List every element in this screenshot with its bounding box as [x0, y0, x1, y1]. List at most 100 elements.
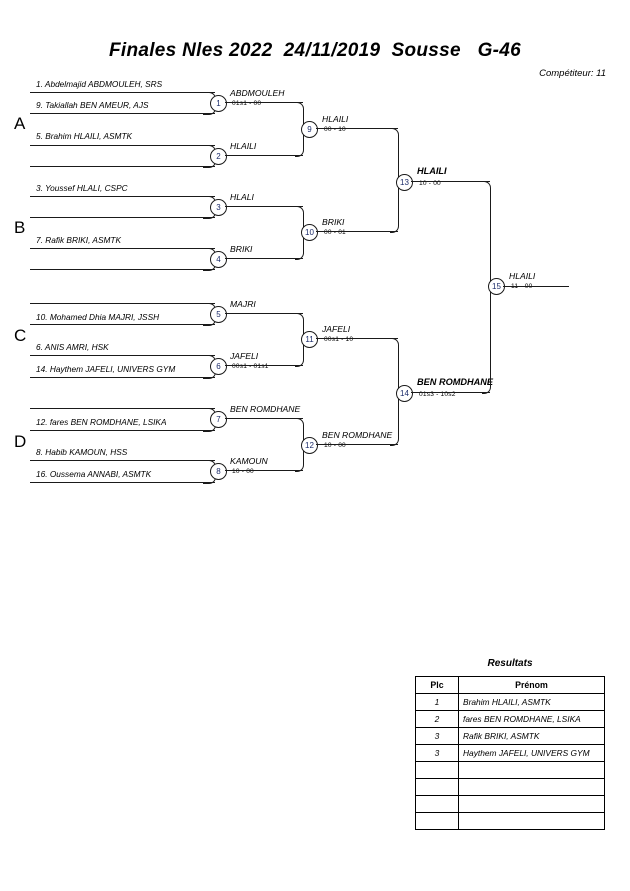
- entry-line: [30, 377, 215, 378]
- result-place: [415, 795, 459, 813]
- result-name: [458, 778, 605, 796]
- entry-line: [30, 269, 215, 270]
- match-node-12[interactable]: 12: [301, 437, 318, 454]
- match-winner: BEN ROMDHANE: [230, 404, 301, 414]
- bracket-line: [316, 444, 398, 445]
- entry-line: [30, 460, 215, 461]
- match-score: 10 - 00: [324, 442, 346, 449]
- entry-label: 8. Habib KAMOUN, HSS: [36, 447, 128, 457]
- match-node-10[interactable]: 10: [301, 224, 318, 241]
- match-score: 00s1 - 01s1: [232, 363, 269, 370]
- bracket-line: [225, 313, 303, 314]
- match-node-1[interactable]: 1: [210, 95, 227, 112]
- match-winner: HLAILI: [322, 114, 349, 124]
- match-node-14[interactable]: 14: [396, 385, 413, 402]
- bracket-line: [411, 181, 490, 182]
- results-table: Plc Prénom 1 Brahim HLAILI, ASMTK 2 fare…: [415, 676, 605, 830]
- entry-label: 12. fares BEN ROMDHANE, LSIKA: [36, 417, 167, 427]
- table-row: 3 Haythem JAFELI, UNIVERS GYM: [415, 744, 605, 762]
- entry-line: [30, 408, 215, 409]
- group-letter-c: C: [14, 326, 27, 345]
- match-score: 00s1 - 10: [324, 336, 354, 343]
- table-row: [415, 795, 605, 813]
- entry-line: [30, 166, 215, 167]
- table-row: [415, 778, 605, 796]
- match-node-3[interactable]: 3: [210, 199, 227, 216]
- result-place: 3: [415, 744, 459, 762]
- bracket-line: [225, 258, 303, 259]
- result-name: fares BEN ROMDHANE, LSIKA: [458, 710, 605, 728]
- entry-label: 10. Mohamed Dhia MAJRI, JSSH: [36, 312, 160, 322]
- bracket-line: [316, 128, 398, 129]
- result-place: 1: [415, 693, 459, 711]
- table-row: 1 Brahim HLAILI, ASMTK: [415, 693, 605, 711]
- match-winner: BEN ROMDHANE: [417, 377, 494, 387]
- match-winner: ABDMOULEH: [230, 88, 285, 98]
- bracket-line: [411, 392, 490, 393]
- match-winner: BRIKI: [322, 217, 345, 227]
- match-score: 11 - 00: [511, 283, 533, 290]
- entry-line: [30, 355, 215, 356]
- results-header-row: Plc Prénom: [415, 676, 605, 694]
- match-node-9[interactable]: 9: [301, 121, 318, 138]
- match-score: 01s1 - 00: [232, 100, 262, 107]
- bracket-line: [225, 470, 303, 471]
- column-header-prenom: Prénom: [458, 676, 605, 694]
- table-row: 2 fares BEN ROMDHANE, LSIKA: [415, 710, 605, 728]
- group-letter-b: B: [14, 218, 26, 237]
- result-name: Brahim HLAILI, ASMTK: [458, 693, 605, 711]
- result-place: 3: [415, 727, 459, 745]
- group-letter-d: D: [14, 432, 27, 451]
- bracket-line: [225, 365, 303, 366]
- entry-line: [30, 196, 215, 197]
- entry-label: 6. ANIS AMRI, HSK: [36, 342, 109, 352]
- match-node-6[interactable]: 6: [210, 358, 227, 375]
- match-winner: HLAILI: [509, 271, 536, 281]
- match-winner: BEN ROMDHANE: [322, 430, 393, 440]
- match-winner: MAJRI: [230, 299, 256, 309]
- bracket-line: [225, 418, 303, 419]
- match-score: 10 - 00: [419, 180, 441, 187]
- match-node-11[interactable]: 11: [301, 331, 318, 348]
- match-node-13[interactable]: 13: [396, 174, 413, 191]
- bracket-line: [225, 102, 303, 103]
- column-header-plc: Plc: [415, 676, 459, 694]
- entry-label: 3. Youssef HLALI, CSPC: [36, 183, 128, 193]
- result-place: [415, 778, 459, 796]
- bracket-line: [225, 155, 303, 156]
- table-row: 3 Rafik BRIKI, ASMTK: [415, 727, 605, 745]
- entry-line: [30, 145, 215, 146]
- table-row: [415, 812, 605, 830]
- result-name: Rafik BRIKI, ASMTK: [458, 727, 605, 745]
- match-node-4[interactable]: 4: [210, 251, 227, 268]
- table-row: [415, 761, 605, 779]
- champion-line: [503, 286, 569, 287]
- entry-line: [30, 482, 215, 483]
- group-letter-a: A: [14, 114, 26, 133]
- results-title: Resultats: [487, 658, 533, 669]
- entry-line: [30, 430, 215, 431]
- match-score: 01s3 - 10s2: [419, 391, 456, 398]
- result-name: [458, 761, 605, 779]
- competitor-count: Compétiteur: 11: [539, 68, 606, 79]
- entry-label: 7. Rafik BRIKI, ASMTK: [36, 235, 121, 245]
- match-node-2[interactable]: 2: [210, 148, 227, 165]
- bracket-line: [225, 206, 303, 207]
- result-place: [415, 761, 459, 779]
- match-node-7[interactable]: 7: [210, 411, 227, 428]
- match-winner: HLAILI: [417, 166, 447, 176]
- entry-label: 1. Abdelmajid ABDMOULEH, SRS: [36, 79, 163, 89]
- match-winner: KAMOUN: [230, 456, 268, 466]
- entry-line: [30, 113, 215, 114]
- result-place: [415, 812, 459, 830]
- bracket-line: [316, 231, 398, 232]
- match-score: 10 - 00: [232, 468, 254, 475]
- match-winner: HLAILI: [230, 141, 257, 151]
- result-name: [458, 795, 605, 813]
- match-node-8[interactable]: 8: [210, 463, 227, 480]
- match-node-5[interactable]: 5: [210, 306, 227, 323]
- entry-line: [30, 303, 215, 304]
- entry-label: 16. Oussema ANNABI, ASMTK: [36, 469, 152, 479]
- entry-label: 14. Haythem JAFELI, UNIVERS GYM: [36, 364, 176, 374]
- result-name: [458, 812, 605, 830]
